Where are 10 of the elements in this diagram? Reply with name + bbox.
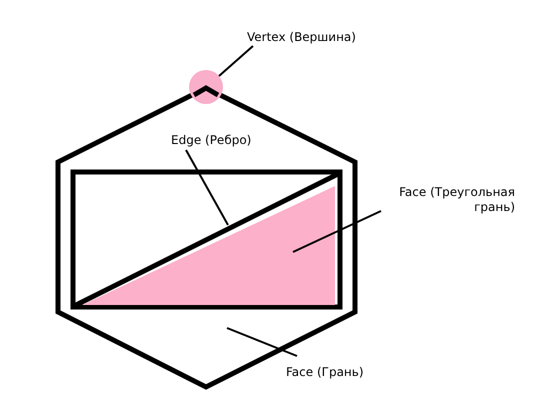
leader-line xyxy=(292,210,382,253)
leader-line xyxy=(226,327,298,357)
leader-line xyxy=(218,45,254,77)
callout-label: Vertex (Вершина) xyxy=(247,30,363,45)
leader-line xyxy=(185,150,229,226)
triangle-face xyxy=(82,186,335,305)
callout-label: Face (Треугольная грань) xyxy=(369,185,515,215)
callout-label: Face (Грань) xyxy=(286,365,372,380)
callout-label: Edge (Ребро) xyxy=(171,133,261,148)
vertex-highlight xyxy=(189,70,223,104)
